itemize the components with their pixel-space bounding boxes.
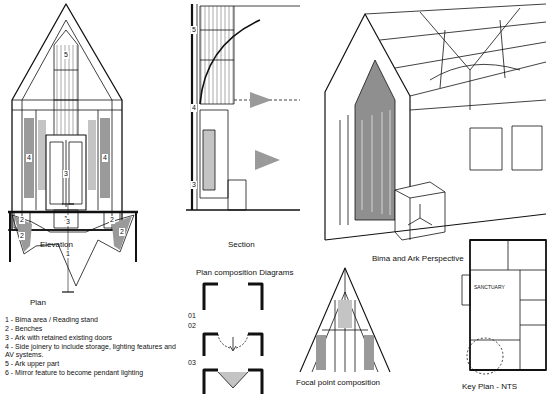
callout-number: 3 <box>65 218 71 226</box>
view-title: Focal point composition <box>296 378 380 387</box>
key-plan <box>462 240 546 374</box>
elevation-drawing <box>8 4 126 230</box>
note-text: 1 - Bima area / Reading stand <box>5 316 180 324</box>
callout-number: 4 <box>102 154 108 162</box>
callout-number: 2 <box>109 216 115 224</box>
callout-number: 3 <box>63 170 69 178</box>
note-text: 3 - Ark with retained existing doors <box>5 334 180 342</box>
callout-number: 4 <box>191 104 197 112</box>
plan-drawing <box>8 204 138 292</box>
view-title: Section <box>228 240 255 249</box>
callout-number: 2 <box>19 232 25 240</box>
view-title: Bima and Ark Perspective <box>372 254 464 263</box>
note-text: 2 - Benches <box>5 325 180 333</box>
perspective-drawing <box>325 4 546 240</box>
callout-number: 5 <box>191 26 197 34</box>
room-label: SANCTUARY <box>474 285 505 291</box>
callout-number: 1 <box>65 250 71 258</box>
view-title: Elevation <box>40 240 73 249</box>
callout-number: 3 <box>191 181 197 189</box>
composition-diagrams <box>204 284 262 394</box>
axis-symbol <box>408 204 432 225</box>
view-title: Plan <box>30 298 46 307</box>
diagram-number: 01 <box>188 312 196 320</box>
note-text: 5 - Ark upper part <box>5 360 180 368</box>
diagram-number: 03 <box>188 359 196 367</box>
diagram-number: 02 <box>188 322 196 330</box>
callout-number: 5 <box>63 51 69 59</box>
callout-number: 4 <box>26 154 32 162</box>
focal-composition <box>300 268 390 372</box>
callout-number: 2 <box>119 228 125 236</box>
section-drawing <box>186 4 300 210</box>
view-title: Plan composition Diagrams <box>196 268 293 277</box>
note-text: 4 - Side joinery to include storage, lig… <box>5 343 180 359</box>
note-text: 6 - Mirror feature to become pendant lig… <box>5 369 180 377</box>
callout-number: 2 <box>19 216 25 224</box>
view-title: Key Plan - NTS <box>462 382 517 391</box>
